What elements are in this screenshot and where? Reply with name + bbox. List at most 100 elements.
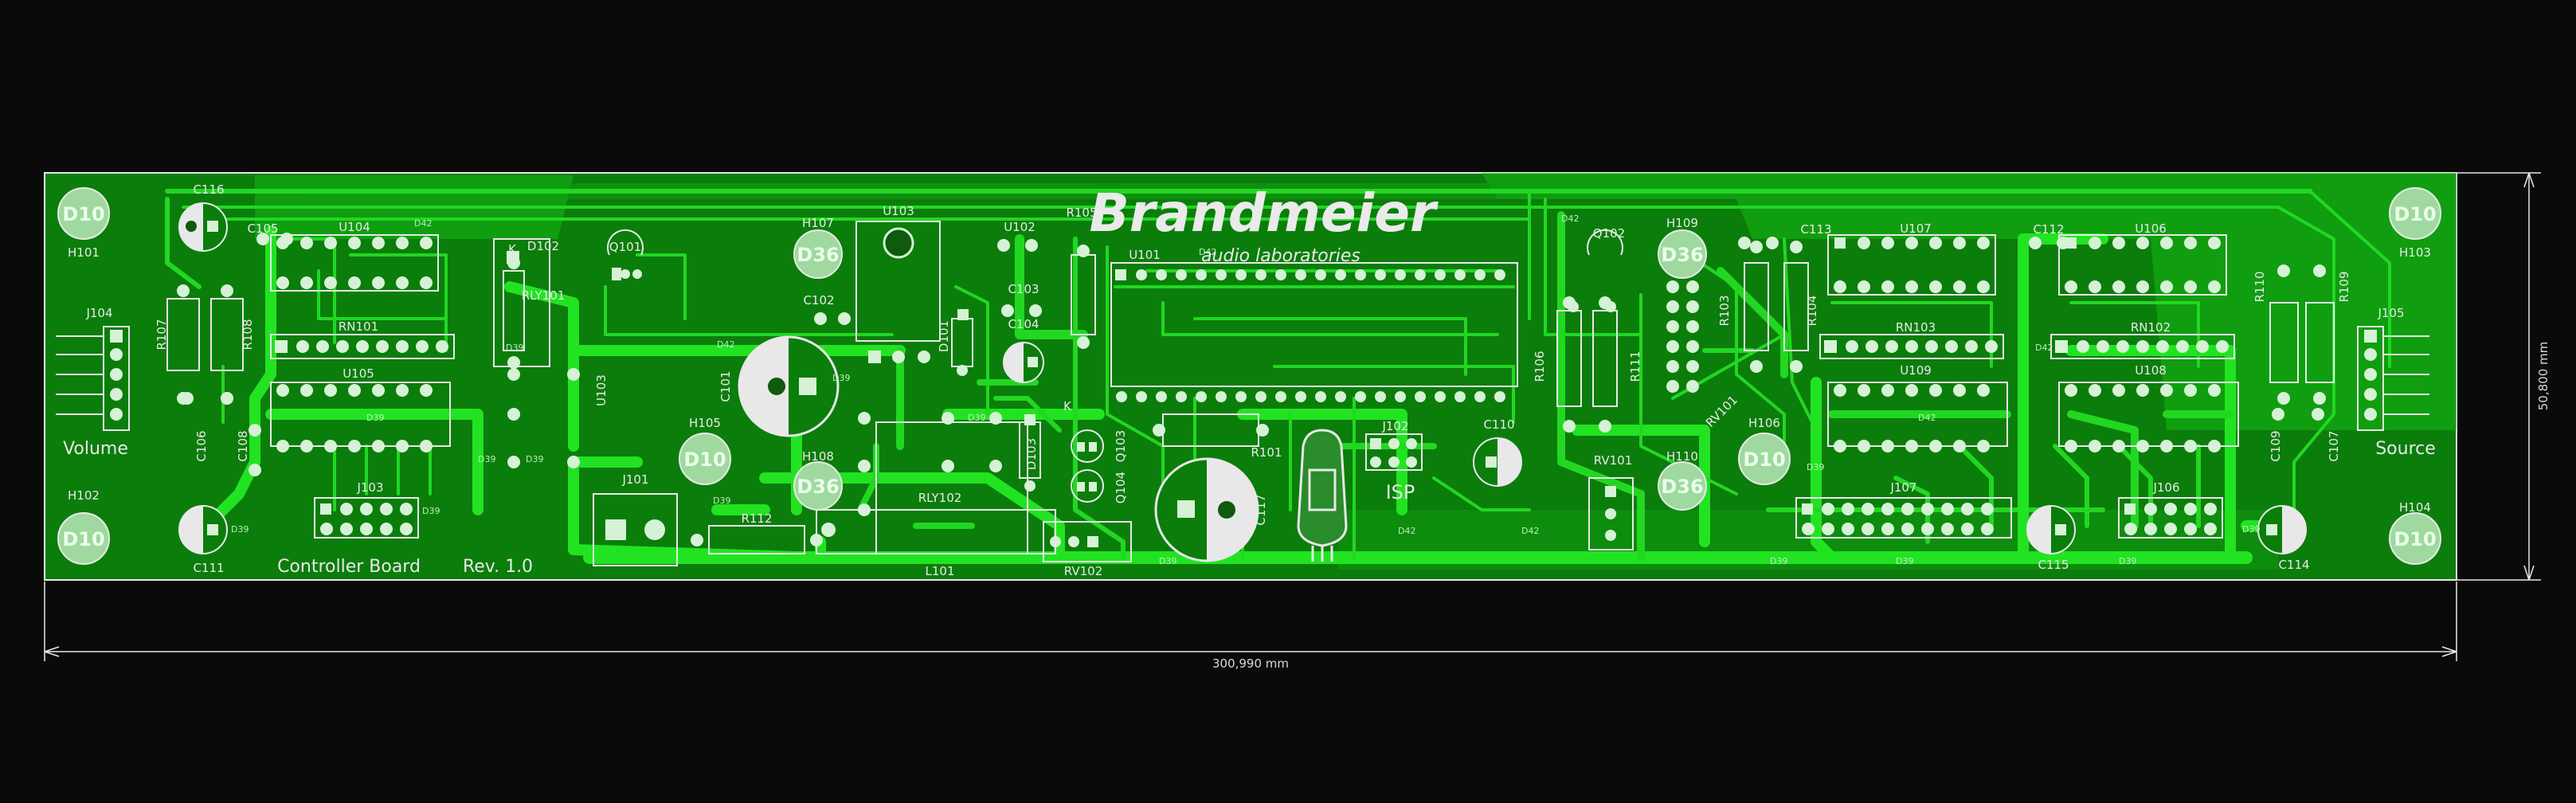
dimension-height: 50,800 mm: [2457, 172, 2551, 581]
svg-text:H104: H104: [2399, 500, 2431, 515]
svg-text:D10: D10: [2394, 203, 2436, 225]
svg-text:U102: U102: [1004, 220, 1035, 234]
svg-text:H109: H109: [1666, 216, 1698, 230]
dimension-width: 300,990 mm: [44, 582, 2457, 671]
microcontroller-u101: [1110, 262, 1518, 402]
svg-text:C112: C112: [2033, 222, 2064, 237]
capacitor-c110: [1473, 437, 1522, 487]
svg-text:U104: U104: [339, 220, 370, 234]
svg-text:R105: R105: [1066, 206, 1097, 220]
svg-text:C115: C115: [2038, 558, 2069, 572]
svg-text:C106: C106: [194, 430, 209, 461]
svg-text:C114: C114: [2278, 558, 2309, 572]
relay-rly102: [858, 412, 1028, 554]
svg-text:RN103: RN103: [1896, 320, 1936, 335]
svg-text:R103: R103: [1717, 295, 1732, 326]
relay-rly101: [493, 238, 580, 468]
resistor-network-rn101: [270, 334, 455, 359]
volume-label: Volume: [63, 439, 128, 459]
svg-text:K: K: [508, 242, 517, 257]
svg-text:H103: H103: [2399, 245, 2431, 260]
svg-text:D39: D39: [506, 343, 523, 353]
svg-text:L101: L101: [926, 564, 955, 578]
svg-text:J102: J102: [1381, 419, 1408, 433]
trimmer-rv101: [1588, 477, 1634, 550]
svg-text:D42: D42: [1561, 213, 1579, 224]
connector-j103: [314, 497, 419, 539]
svg-text:RLY102: RLY102: [918, 491, 962, 505]
ic-u107: [1827, 234, 1996, 296]
svg-text:H105: H105: [689, 416, 721, 430]
board-title-label: Controller Board: [277, 557, 421, 577]
capacitors: [178, 202, 2324, 562]
svg-text:D39: D39: [478, 454, 495, 464]
svg-text:D36: D36: [797, 476, 839, 498]
svg-text:Q103: Q103: [1114, 430, 1128, 462]
board-revision-label: Rev. 1.0: [463, 557, 533, 577]
svg-text:D36: D36: [1661, 244, 1703, 266]
svg-text:J106: J106: [2152, 480, 2179, 495]
svg-text:H101: H101: [68, 245, 100, 260]
svg-text:Q104: Q104: [1114, 472, 1128, 503]
svg-text:D42: D42: [717, 339, 734, 350]
svg-text:C107: C107: [2327, 430, 2341, 461]
svg-text:U109: U109: [1900, 363, 1932, 378]
ic-u108: [2058, 382, 2239, 452]
ic-footprints: [56, 221, 2429, 566]
svg-text:D39: D39: [2119, 556, 2136, 566]
svg-text:U106: U106: [2135, 221, 2167, 236]
svg-text:Q101: Q101: [609, 240, 641, 254]
width-dimension-text: 300,990 mm: [1212, 656, 1289, 671]
diode-pads: [507, 251, 1035, 492]
mounting-hole-h102: D10 H102: [57, 488, 110, 565]
svg-text:J103: J103: [356, 480, 383, 495]
resistor-network-rn102: [2050, 334, 2235, 359]
svg-text:D10: D10: [683, 449, 726, 471]
brand-logo-text: Brandmeier: [1089, 182, 1439, 244]
svg-text:D36: D36: [797, 244, 839, 266]
connector-j101: [593, 493, 678, 566]
svg-text:C101: C101: [718, 370, 733, 402]
svg-text:R111: R111: [1628, 351, 1642, 382]
mounting-hole-h110: D36 H110: [1658, 449, 1707, 511]
svg-text:D39: D39: [1770, 556, 1787, 566]
svg-text:C104: C104: [1008, 317, 1039, 331]
mounting-hole-h105: D10 H105: [679, 416, 731, 485]
svg-text:D39: D39: [713, 496, 730, 506]
mounting-hole-h104: D10 H104: [2389, 500, 2441, 565]
svg-text:J105: J105: [2377, 306, 2404, 320]
svg-text:D103: D103: [1024, 438, 1039, 470]
svg-text:D10: D10: [1743, 449, 1785, 471]
capacitor-c101: [738, 335, 840, 437]
svg-text:U108: U108: [2135, 363, 2167, 378]
source-label: Source: [2375, 439, 2436, 459]
svg-text:D39: D39: [968, 413, 985, 423]
resistor-network-rn103: [1819, 334, 2004, 359]
svg-text:C117: C117: [1254, 494, 1268, 525]
ceramic-capacitors: [181, 233, 2324, 476]
svg-text:R110: R110: [2253, 271, 2267, 302]
svg-text:D10: D10: [62, 528, 104, 550]
isp-label: ISP: [1386, 481, 1415, 503]
height-dimension-text: 50,800 mm: [2536, 342, 2551, 410]
ic-u109: [1827, 382, 2008, 452]
svg-text:C103: C103: [1008, 282, 1039, 296]
capacitor-c111: [178, 505, 228, 554]
svg-text:U107: U107: [1900, 221, 1932, 236]
svg-text:C116: C116: [193, 182, 224, 197]
svg-text:J101: J101: [621, 472, 648, 487]
svg-text:R101: R101: [1251, 445, 1282, 460]
svg-text:D42: D42: [1521, 526, 1539, 536]
svg-text:C111: C111: [193, 561, 224, 575]
svg-text:D39: D39: [2242, 524, 2260, 535]
svg-text:D39: D39: [832, 373, 850, 383]
svg-text:C105: C105: [247, 221, 278, 236]
svg-text:D39: D39: [1807, 462, 1824, 472]
svg-text:D36: D36: [1661, 476, 1703, 498]
svg-text:RN102: RN102: [2131, 320, 2171, 335]
regulator-u103: [855, 221, 941, 363]
isp-header-j102: [1365, 433, 1423, 471]
svg-text:J107: J107: [1889, 480, 1916, 495]
svg-text:D10: D10: [62, 203, 104, 225]
